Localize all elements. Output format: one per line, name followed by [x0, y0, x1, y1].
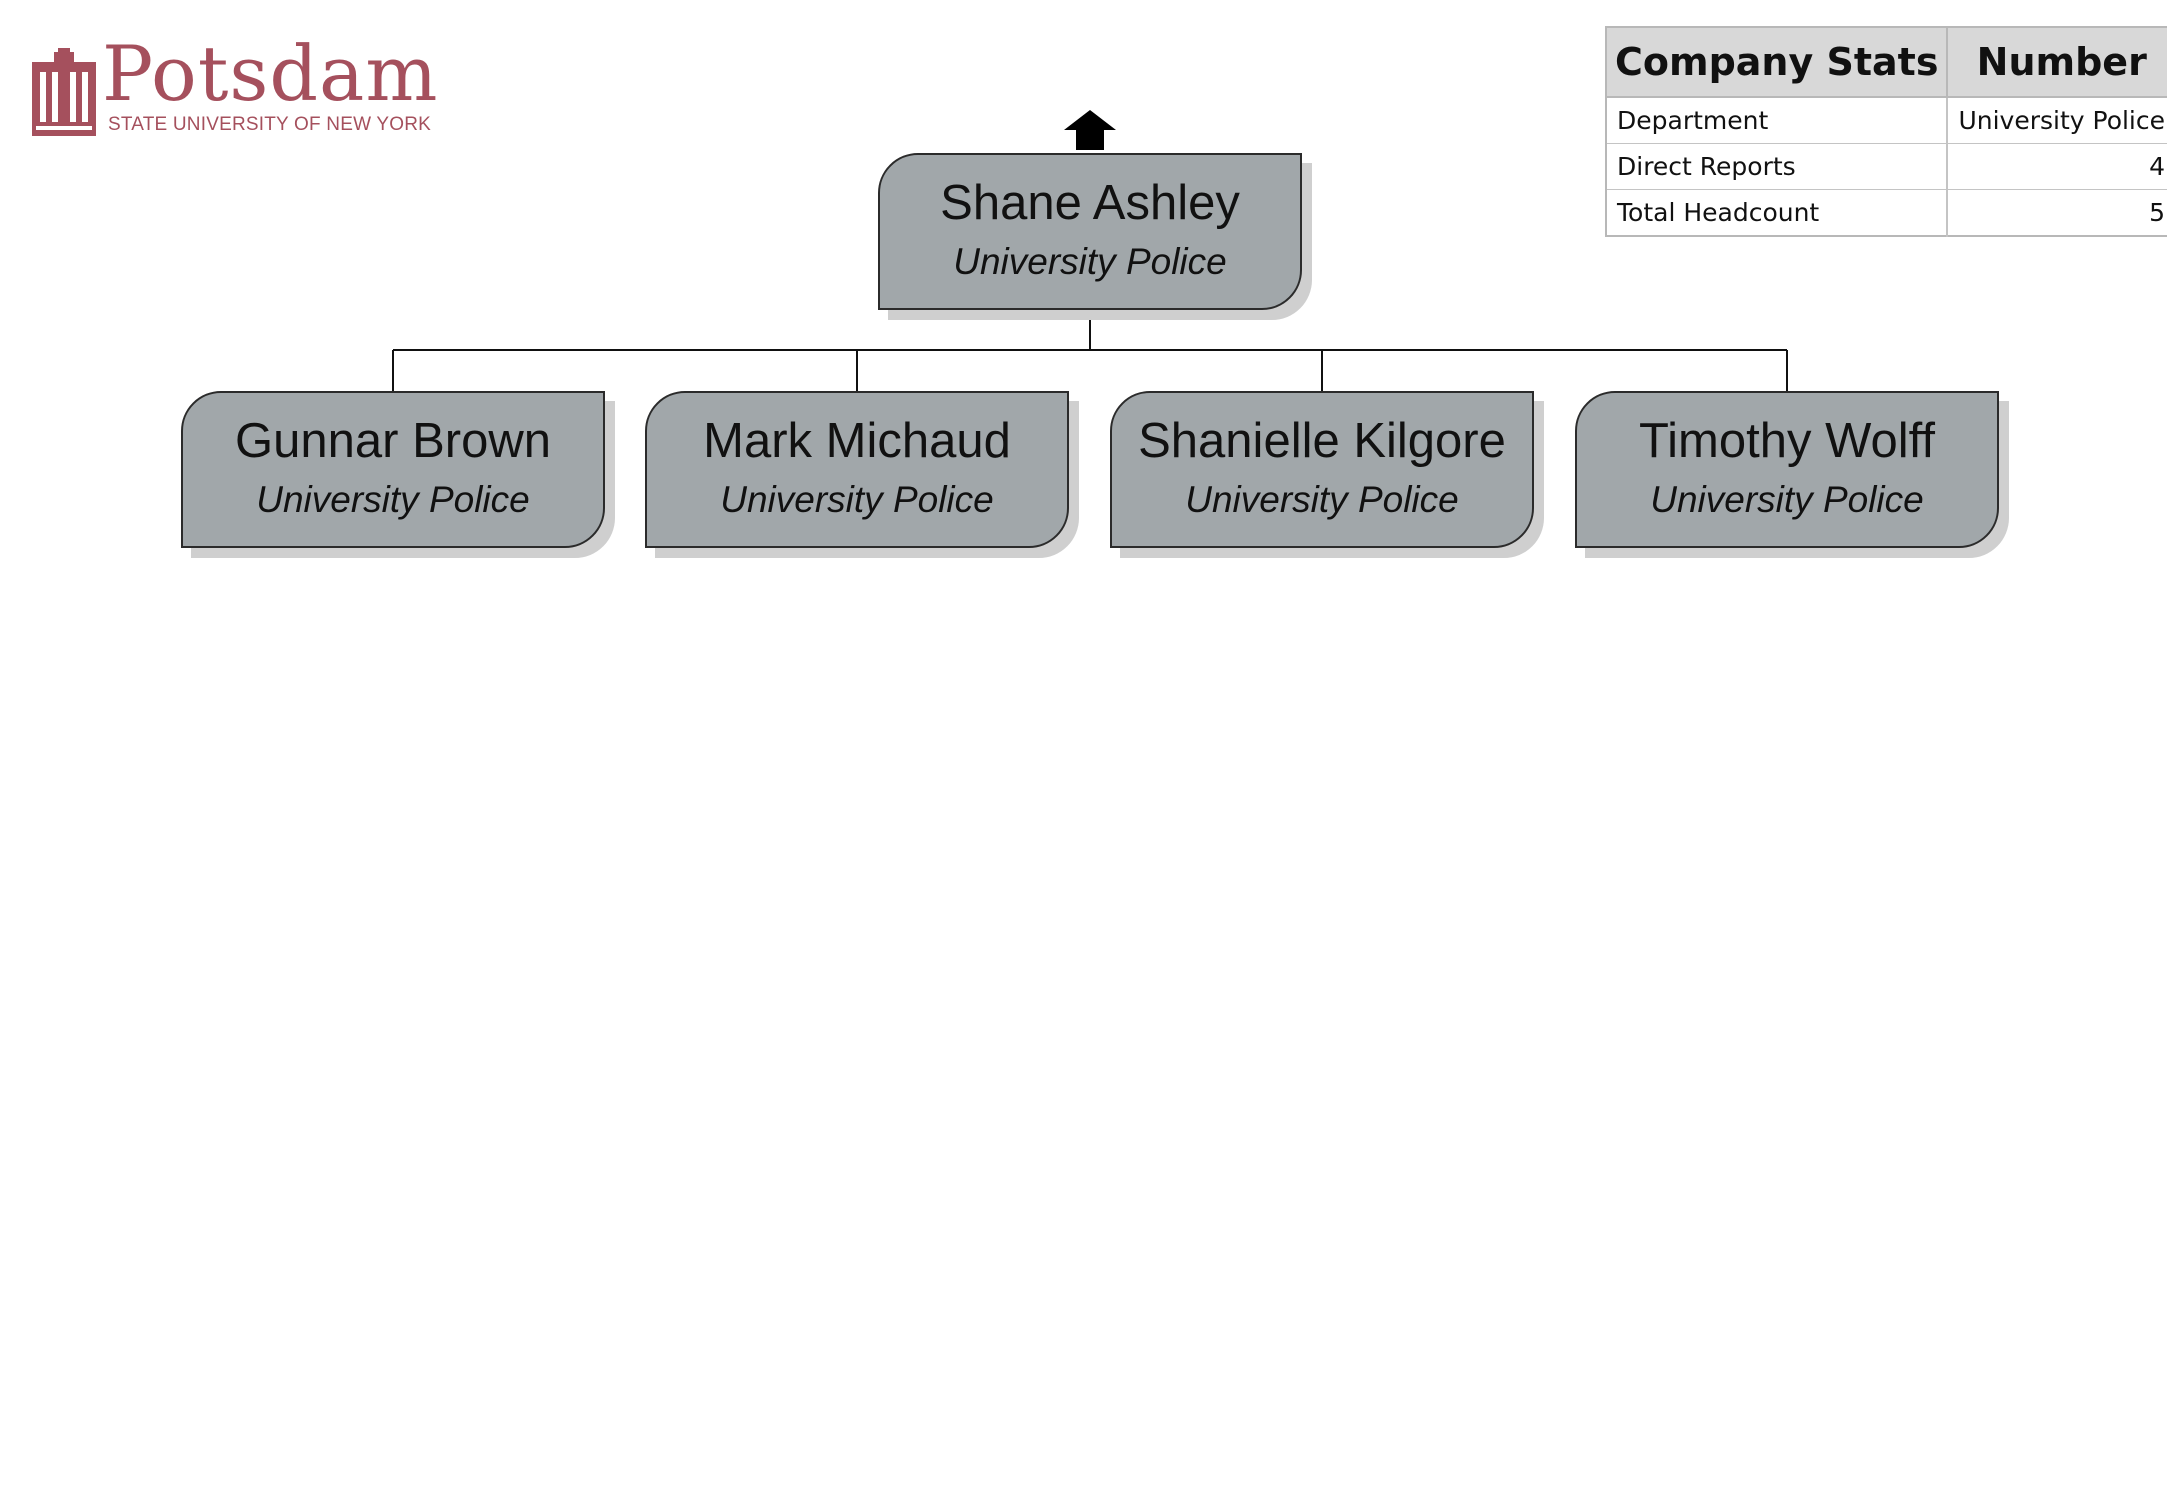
stats-value: 4: [1947, 143, 2167, 190]
potsdam-logo: Potsdam STATE UNIVERSITY OF NEW YORK: [32, 36, 437, 140]
org-node-report[interactable]: Timothy Wolff University Police: [1575, 391, 2009, 558]
node-name: Mark Michaud: [703, 414, 1011, 468]
stats-label: Department: [1606, 96, 1949, 144]
node-department: University Police: [720, 479, 994, 520]
node-box: [645, 391, 1069, 548]
stats-row-direct-reports: Direct Reports 4: [1606, 143, 2167, 190]
company-stats-table: Company Stats Number Department Universi…: [1605, 26, 2167, 237]
logo-subtitle: STATE UNIVERSITY OF NEW YORK: [108, 114, 432, 135]
node-box: [878, 153, 1302, 310]
node-name: Shanielle Kilgore: [1138, 414, 1506, 468]
node-box: [1110, 391, 1534, 548]
node-box: [181, 391, 605, 548]
node-department: University Police: [256, 479, 530, 520]
node-name: Gunnar Brown: [235, 414, 551, 468]
stats-value: 5: [1947, 189, 2167, 236]
stats-header-label: Company Stats: [1606, 27, 1949, 98]
node-department: University Police: [1650, 479, 1924, 520]
node-box: [1575, 391, 1999, 548]
stats-label: Total Headcount: [1606, 189, 1949, 236]
stats-header-row: Company Stats Number: [1606, 27, 2167, 98]
org-node-root[interactable]: Shane Ashley University Police: [878, 153, 1312, 320]
node-name: Shane Ashley: [940, 176, 1240, 230]
logo-wordmark: Potsdam: [102, 29, 439, 118]
up-arrow-icon[interactable]: [1064, 110, 1116, 150]
node-department: University Police: [953, 241, 1227, 282]
stats-header-value: Number: [1947, 27, 2167, 98]
node-name: Timothy Wolff: [1639, 414, 1935, 468]
org-node-report[interactable]: Mark Michaud University Police: [645, 391, 1079, 558]
stats-value: University Police: [1947, 96, 2167, 144]
stats-row-department: Department University Police: [1606, 96, 2167, 144]
org-node-report[interactable]: Gunnar Brown University Police: [181, 391, 615, 558]
node-department: University Police: [1185, 479, 1459, 520]
campus-building-logo-icon: [32, 48, 96, 136]
org-node-report[interactable]: Shanielle Kilgore University Police: [1110, 391, 1544, 558]
stats-row-total-headcount: Total Headcount 5: [1606, 189, 2167, 236]
stats-label: Direct Reports: [1606, 143, 1949, 190]
